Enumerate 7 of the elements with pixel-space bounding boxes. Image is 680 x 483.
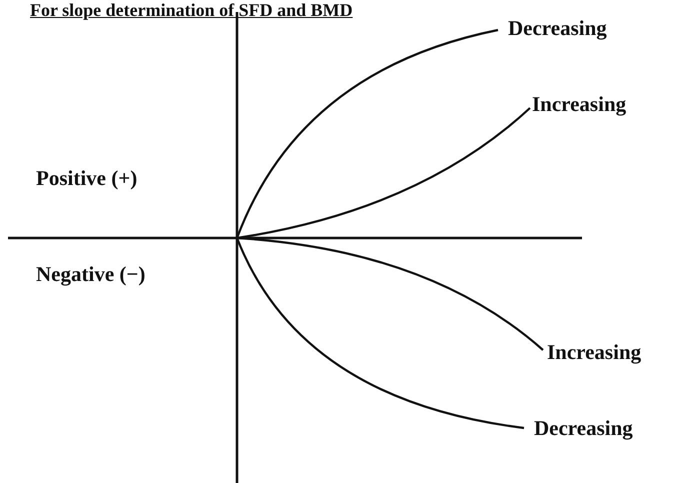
region-label: Positive (+) [36, 166, 138, 191]
curve-label: Decreasing [508, 16, 607, 41]
title: For slope determination of SFD and BMD [30, 0, 353, 21]
curve-label: Decreasing [534, 416, 633, 441]
region-label: Negative (−) [36, 262, 146, 287]
curve-label: Increasing [532, 92, 626, 117]
curve-label: Increasing [547, 340, 642, 365]
